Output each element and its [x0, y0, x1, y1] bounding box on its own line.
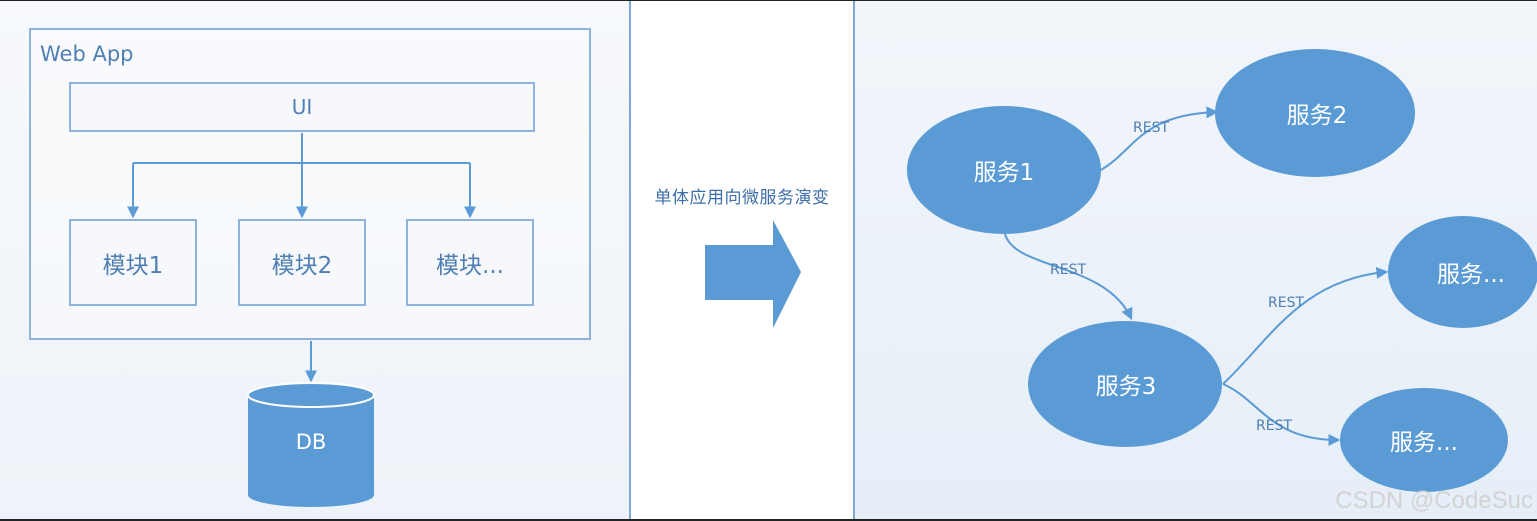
web-app-title: Web App — [40, 42, 134, 66]
rest-label-3-5: REST — [1256, 418, 1293, 434]
module-box-2: 模块2 — [238, 219, 366, 306]
ui-layer-label: UI — [291, 95, 313, 119]
ui-layer-box: UI — [69, 82, 535, 132]
rest-edge-3-5 — [1222, 383, 1341, 446]
service-label-5: 服务... — [1390, 430, 1458, 456]
rest-label-1-2: REST — [1133, 120, 1170, 136]
rest-edge-1-2 — [1100, 106, 1219, 171]
service-node-1 — [907, 106, 1101, 234]
module-box-3: 模块... — [406, 219, 534, 306]
service-node-4 — [1388, 216, 1537, 328]
rest-edge-3-4 — [1222, 266, 1389, 385]
service-node-3 — [1028, 321, 1222, 447]
ui-to-modules-connectors — [127, 133, 476, 219]
csdn-watermark: CSDN @CodeSuc — [1335, 487, 1533, 514]
module-label-2: 模块2 — [271, 252, 333, 279]
module-label-3: 模块... — [436, 252, 504, 279]
rest-label-3-4: REST — [1268, 295, 1305, 311]
database-cylinder-icon — [247, 382, 375, 507]
module-label-1: 模块1 — [102, 252, 164, 279]
module-box-1: 模块1 — [69, 219, 197, 306]
db-label: DB — [295, 430, 327, 454]
rest-edge-1-3 — [1004, 233, 1133, 321]
service-label-4: 服务... — [1437, 262, 1505, 288]
rest-label-1-3: REST — [1050, 262, 1087, 278]
service-node-2 — [1215, 49, 1415, 177]
service-label-2: 服务2 — [1286, 103, 1348, 129]
service-label-1: 服务1 — [973, 160, 1035, 186]
transition-arrow-icon — [705, 220, 801, 328]
transition-caption: 单体应用向微服务演变 — [654, 188, 830, 208]
service-label-3: 服务3 — [1095, 374, 1157, 400]
service-node-5 — [1340, 388, 1508, 492]
